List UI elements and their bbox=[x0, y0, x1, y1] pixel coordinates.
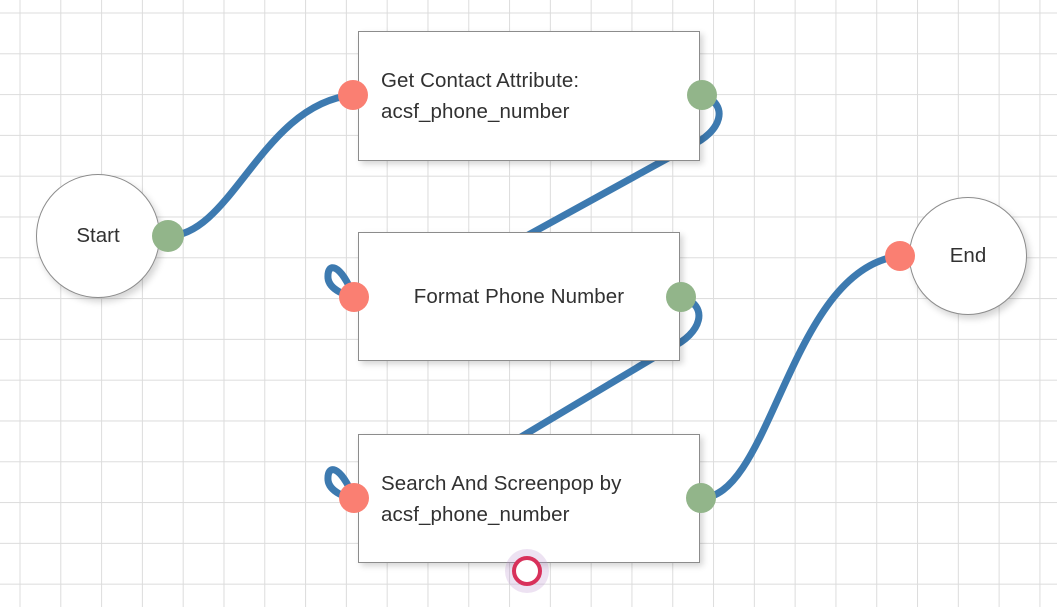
edge-start-to-get-contact-attribute bbox=[164, 91, 357, 240]
port-format-phone-number-output[interactable] bbox=[666, 282, 696, 312]
port-end-input[interactable] bbox=[885, 241, 915, 271]
selection-ring-marker[interactable] bbox=[505, 549, 549, 593]
port-get-contact-attribute-output[interactable] bbox=[687, 80, 717, 110]
port-start-output[interactable] bbox=[152, 220, 184, 252]
port-get-contact-attribute-input[interactable] bbox=[338, 80, 368, 110]
node-get-contact-attribute-label: Get Contact Attribute: acsf_phone_number bbox=[381, 69, 580, 123]
selection-ring-icon bbox=[512, 556, 542, 586]
node-end-label: End bbox=[949, 244, 987, 267]
port-format-phone-number-input[interactable] bbox=[339, 282, 369, 312]
node-search-and-screenpop-label: Search And Screenpop by acsf_phone_numbe… bbox=[381, 471, 622, 526]
port-search-and-screenpop-output[interactable] bbox=[686, 483, 716, 513]
node-start-label: Start bbox=[76, 224, 120, 247]
node-format-phone-number-label: Format Phone Number bbox=[413, 285, 625, 308]
node-format-phone-number[interactable]: Format Phone Number bbox=[358, 232, 680, 361]
edge-search-and-screenpop-to-end bbox=[697, 252, 904, 502]
node-end[interactable]: End bbox=[909, 197, 1027, 315]
node-start[interactable]: Start bbox=[36, 174, 160, 298]
node-get-contact-attribute[interactable]: Get Contact Attribute: acsf_phone_number bbox=[358, 31, 700, 161]
node-search-and-screenpop[interactable]: Search And Screenpop by acsf_phone_numbe… bbox=[358, 434, 700, 563]
port-search-and-screenpop-input[interactable] bbox=[339, 483, 369, 513]
